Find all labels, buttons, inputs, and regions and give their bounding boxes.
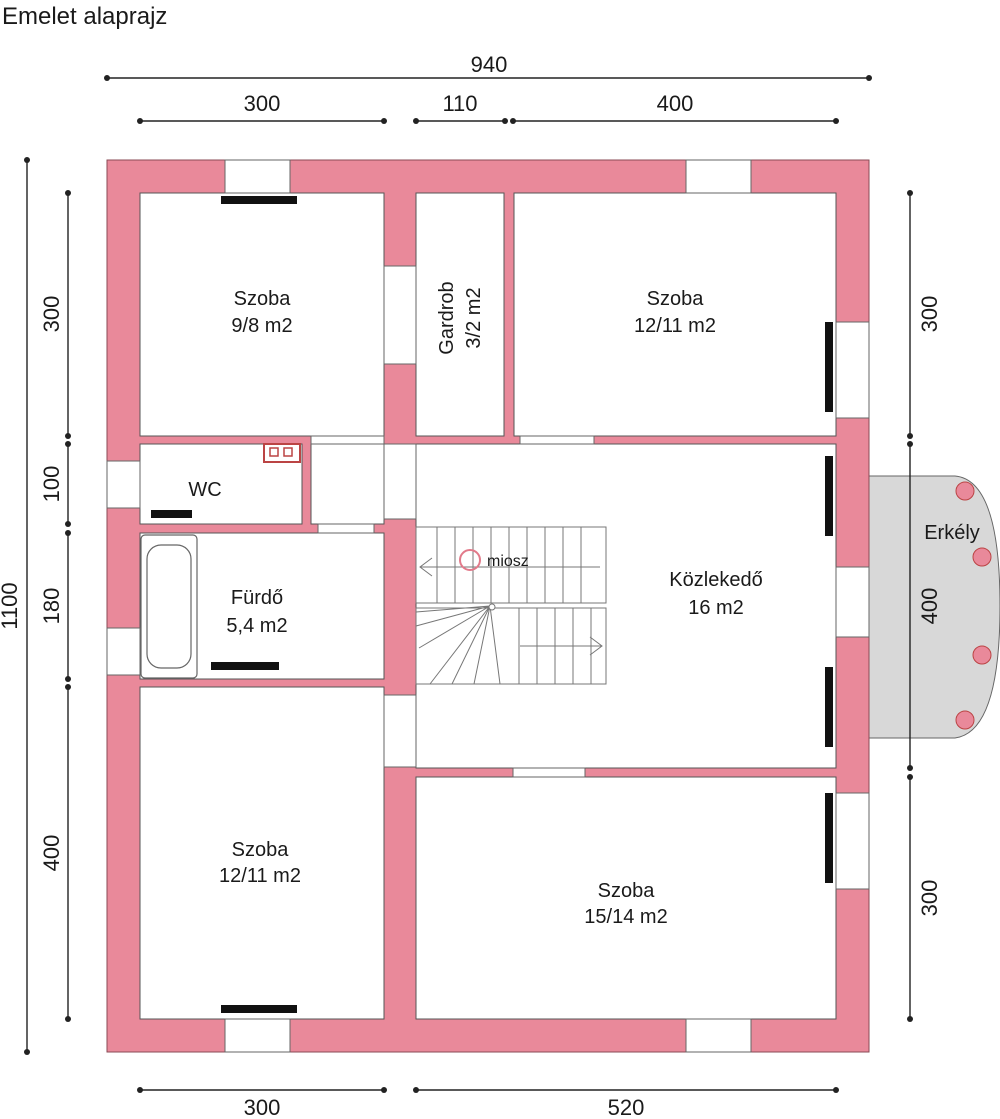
dim-right-1: 300 bbox=[917, 296, 942, 333]
dim-top-right: 400 bbox=[657, 91, 694, 116]
room-area: 12/11 m2 bbox=[219, 865, 301, 887]
openings bbox=[106, 159, 870, 1053]
balcony-post bbox=[955, 710, 975, 730]
radiator bbox=[221, 196, 297, 204]
door bbox=[383, 265, 417, 365]
balcony-label: Erkély bbox=[924, 522, 980, 544]
room-wc-hall bbox=[310, 443, 385, 525]
room-name: Szoba bbox=[598, 880, 656, 902]
room-name: Közlekedő bbox=[669, 569, 762, 591]
staircase bbox=[415, 526, 607, 685]
window bbox=[224, 1018, 291, 1053]
chimney-flue bbox=[283, 447, 293, 457]
room-area: 15/14 m2 bbox=[584, 906, 667, 928]
window bbox=[106, 460, 141, 509]
dim-left-4: 400 bbox=[39, 835, 64, 872]
room-name: Fürdő bbox=[231, 587, 283, 609]
dim-top-total: 940 bbox=[471, 52, 508, 77]
window bbox=[685, 159, 752, 194]
radiator bbox=[211, 662, 279, 670]
room-name: WC bbox=[188, 479, 221, 501]
room-area: 3/2 m2 bbox=[463, 287, 485, 348]
dimension-lines bbox=[24, 75, 913, 1093]
radiator bbox=[825, 667, 833, 747]
dim-left-1: 300 bbox=[39, 296, 64, 333]
dim-left-total: 1100 bbox=[0, 582, 22, 629]
room-gardrob bbox=[415, 192, 505, 437]
radiator bbox=[825, 322, 833, 412]
door bbox=[519, 435, 595, 445]
radiator bbox=[825, 793, 833, 883]
door bbox=[512, 767, 586, 778]
room-name: Szoba bbox=[232, 839, 290, 861]
plan-title: Emelet alaprajz bbox=[2, 3, 167, 30]
stair-upper-flight bbox=[415, 526, 607, 604]
room-name: Szoba bbox=[647, 288, 705, 310]
window bbox=[835, 792, 870, 890]
bathtub-inner bbox=[146, 544, 192, 669]
room-kozlekedo bbox=[415, 443, 837, 769]
room-area: 16 m2 bbox=[688, 597, 744, 619]
watermark-text: miosz bbox=[487, 553, 529, 570]
door bbox=[383, 443, 417, 520]
radiator bbox=[825, 456, 833, 536]
dim-left-2: 100 bbox=[39, 466, 64, 503]
window bbox=[835, 321, 870, 419]
room-area: 5,4 m2 bbox=[226, 615, 287, 637]
balcony-post bbox=[955, 481, 975, 501]
room-szoba-nw bbox=[139, 192, 385, 437]
dim-bottom-left: 300 bbox=[244, 1095, 281, 1119]
balcony-post bbox=[972, 645, 992, 665]
balcony-door bbox=[835, 566, 870, 638]
dim-right-2: 400 bbox=[917, 588, 942, 625]
door bbox=[383, 694, 417, 768]
dim-top-mid: 110 bbox=[442, 91, 477, 116]
watermark-logo-icon bbox=[459, 549, 481, 571]
room-szoba-sw bbox=[139, 686, 385, 1020]
chimney-flue bbox=[269, 447, 279, 457]
radiator bbox=[151, 510, 192, 518]
radiator bbox=[221, 1005, 297, 1013]
watermark: miosz bbox=[459, 549, 529, 571]
dim-bottom-right: 520 bbox=[608, 1095, 645, 1119]
dim-right-3: 300 bbox=[917, 880, 942, 917]
dim-top-left: 300 bbox=[244, 91, 281, 116]
window bbox=[224, 159, 291, 194]
room-name: Gardrob bbox=[436, 281, 458, 354]
radiators bbox=[151, 196, 833, 1013]
window bbox=[685, 1018, 752, 1053]
room-area: 9/8 m2 bbox=[231, 315, 292, 337]
dim-left-3: 180 bbox=[39, 588, 64, 625]
room-szoba-se bbox=[415, 776, 837, 1020]
door bbox=[310, 435, 385, 445]
room-szoba-ne bbox=[513, 192, 837, 437]
room-area: 12/11 m2 bbox=[634, 315, 716, 337]
window bbox=[106, 627, 141, 676]
door bbox=[317, 523, 375, 534]
room-name: Szoba bbox=[234, 288, 292, 310]
balcony-post bbox=[972, 547, 992, 567]
